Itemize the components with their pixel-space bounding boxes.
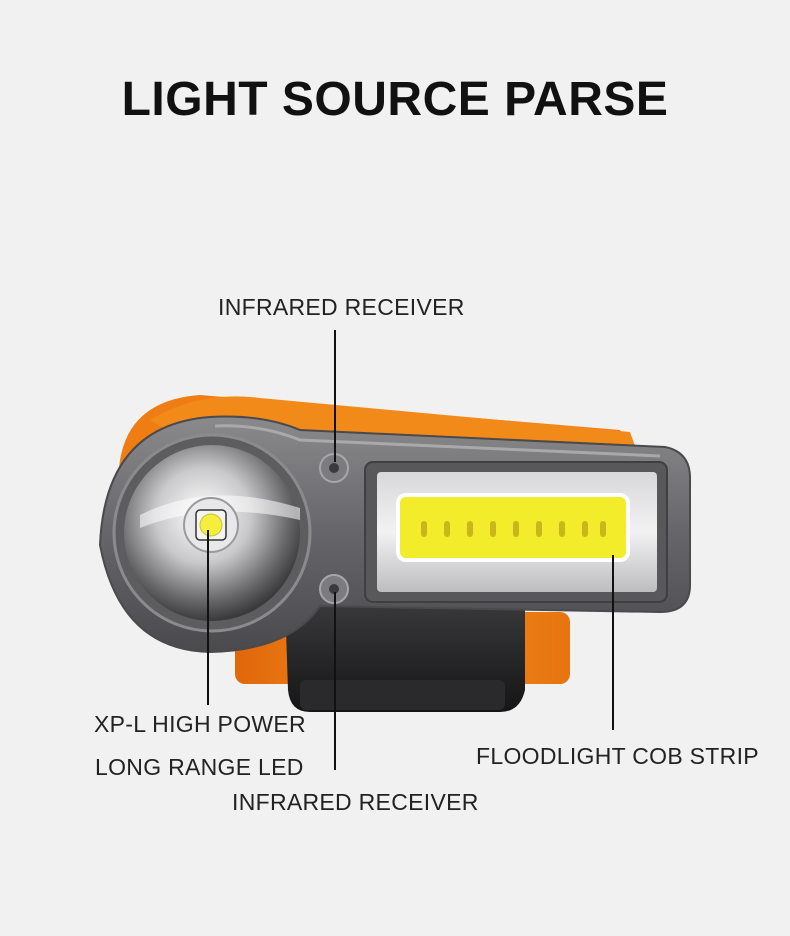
strap-buckle [300,680,505,710]
label-xpl-line1: XP-L HIGH POWER [94,711,306,737]
cob-strip-leds [421,521,606,537]
label-infrared-receiver-bottom: INFRARED RECEIVER [232,789,479,815]
page-title: LIGHT SOURCE PARSE [121,73,669,126]
label-infrared-receiver-top: INFRARED RECEIVER [218,294,465,320]
xpl-led-die [199,513,223,537]
label-xpl-line2: LONG RANGE LED [95,754,304,780]
label-floodlight-cob-strip: FLOODLIGHT COB STRIP [476,743,759,769]
